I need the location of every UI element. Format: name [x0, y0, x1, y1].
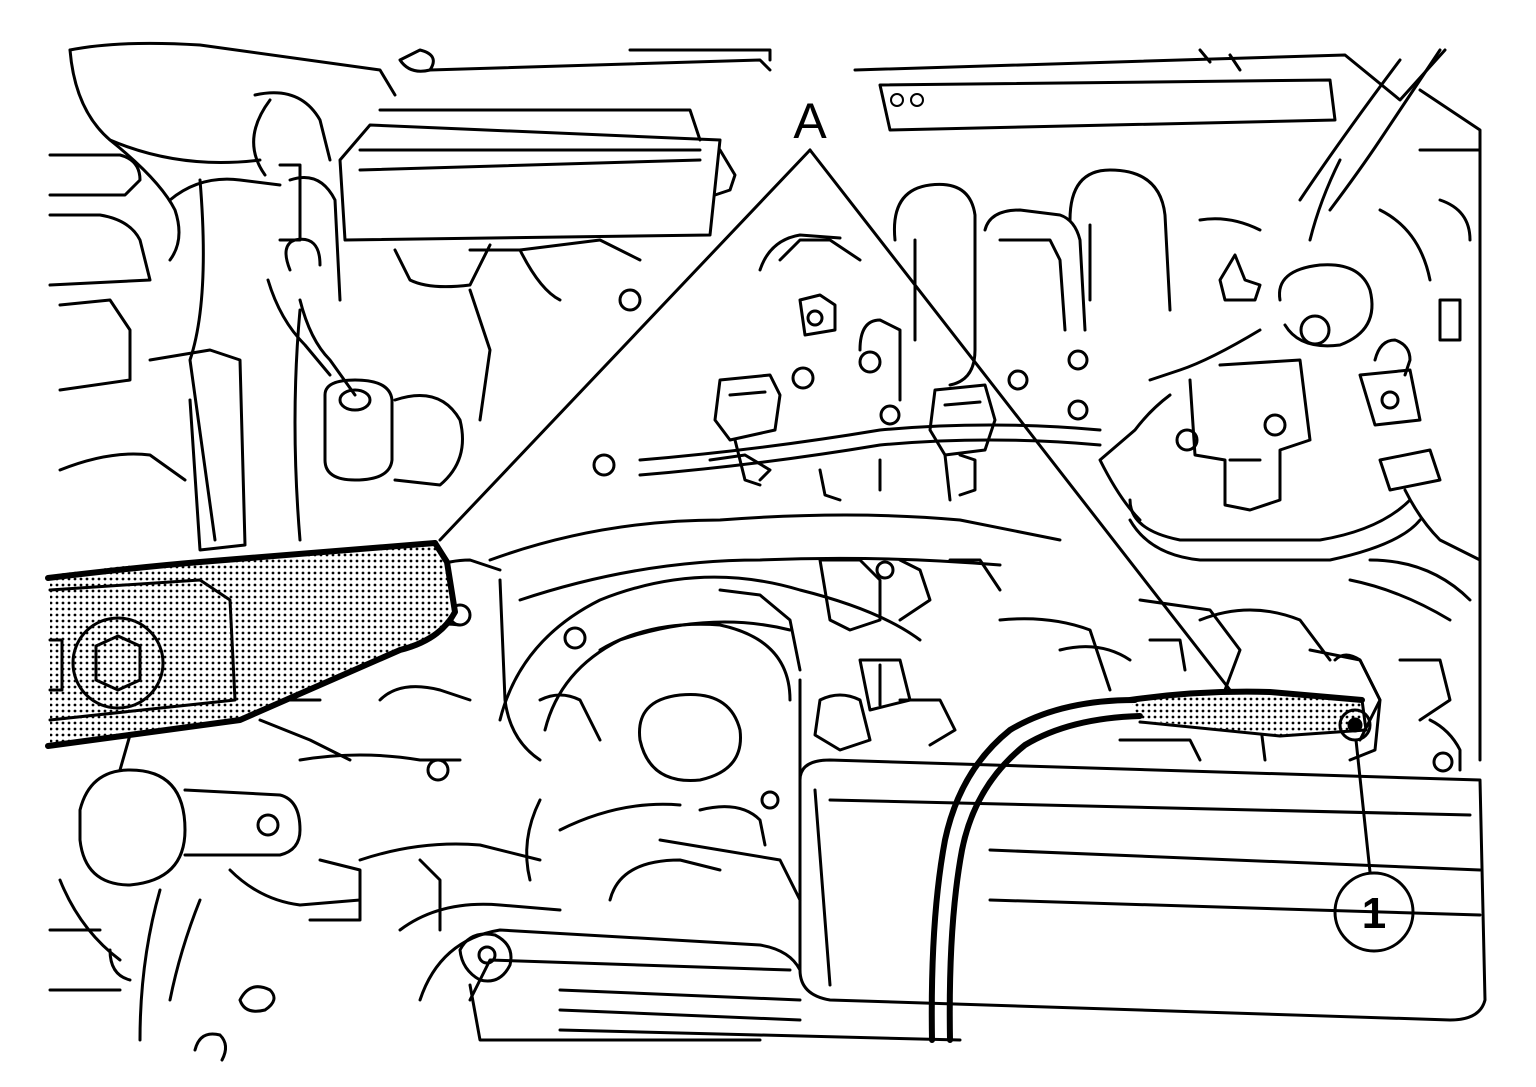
- shaded-sensor-bracket: [1127, 653, 1382, 762]
- callout-1-label: 1: [1362, 889, 1386, 938]
- engine-background-linework: [48, 41, 1487, 1062]
- shaded-lever-tool: [45, 540, 458, 749]
- callout-a-label: A: [793, 93, 827, 149]
- callout-a: A: [438, 93, 1232, 692]
- callout-1: 1: [1333, 738, 1415, 953]
- wiring-harness-cable: [928, 697, 1143, 1043]
